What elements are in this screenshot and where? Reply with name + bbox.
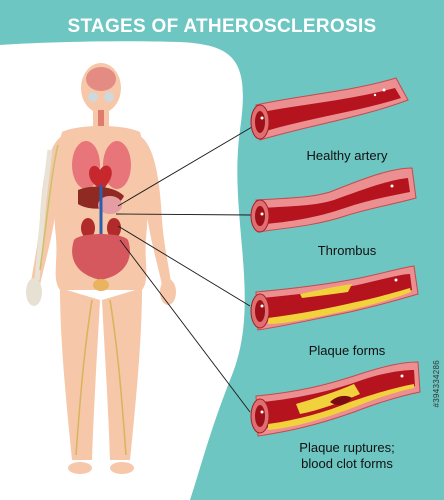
connector-lines [115,126,253,413]
connector-healthy [117,126,253,207]
stage-label-plaque: Plaque forms [308,343,386,358]
diagram-title: STAGES OF ATHEROSCLEROSIS [67,16,377,37]
artery-thrombus [250,167,417,233]
kidney-right [107,218,121,238]
right-foot [110,462,134,474]
brain [86,67,116,91]
right-arm [136,136,171,285]
left-hand [26,278,42,306]
connector-plaque [117,225,251,307]
heart [89,165,112,192]
stage-label-thrombus: Thrombus [317,243,377,258]
stage-label-rupture: Plaque ruptures; blood clot forms [299,440,395,471]
watermark-id: #394334286 [432,360,441,408]
right-hand [160,279,176,305]
kidney-left [81,218,95,238]
right-leg [102,288,142,460]
stage-label-healthy: Healthy artery [306,148,388,163]
bladder [93,279,109,291]
connector-rupture [119,239,251,413]
artery-healthy [250,77,409,141]
artery-plaque [250,265,419,331]
intestines [72,234,130,280]
stomach [98,196,122,214]
human-body [26,63,176,474]
left-leg [60,288,100,460]
artery-rupture [250,361,421,437]
left-foot [68,462,92,474]
connector-thrombus [115,213,252,216]
